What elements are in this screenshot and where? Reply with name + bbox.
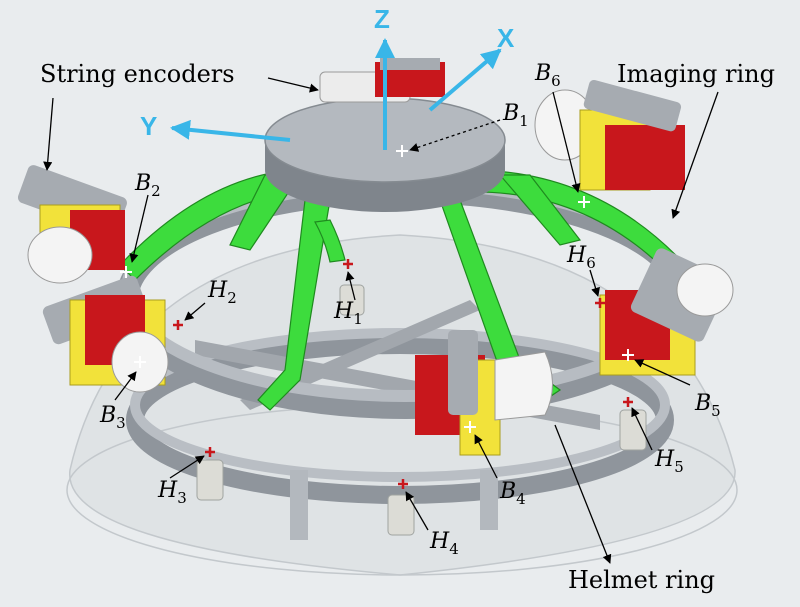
axis-label-y: Y xyxy=(140,111,157,141)
label-imaging-ring: Imaging ring xyxy=(617,60,775,88)
standoff-posts xyxy=(196,284,647,536)
anchor-markers-h xyxy=(173,259,633,489)
label-h4: H4 xyxy=(429,529,459,558)
label-b2: B2 xyxy=(134,171,161,200)
encoder-b2 xyxy=(17,165,127,284)
axis-label-z: Z xyxy=(374,4,390,34)
label-b4: B4 xyxy=(499,479,526,508)
axis-label-x: X xyxy=(497,23,515,53)
encoder-b4 xyxy=(415,330,553,456)
label-string-encoders: String encoders xyxy=(40,60,235,88)
label-h5: H5 xyxy=(654,447,684,476)
encoder-b6 xyxy=(534,79,685,191)
label-h6: H6 xyxy=(566,243,596,272)
encoder-b1 xyxy=(319,58,445,103)
encoder-b3 xyxy=(42,275,169,393)
label-b5: B5 xyxy=(694,391,721,420)
coordinate-axes: Z X Y xyxy=(140,4,515,150)
label-b6: B6 xyxy=(534,61,561,90)
label-b3: B3 xyxy=(99,403,126,432)
anchor-markers-b xyxy=(120,145,634,433)
label-helmet-ring: Helmet ring xyxy=(568,566,715,594)
encoder-b5 xyxy=(599,248,734,376)
label-h2: H2 xyxy=(207,278,237,307)
label-h1: H1 xyxy=(333,299,363,328)
label-b1: B1 xyxy=(502,101,529,130)
label-h3: H3 xyxy=(157,478,187,507)
callout-lines xyxy=(43,77,719,564)
